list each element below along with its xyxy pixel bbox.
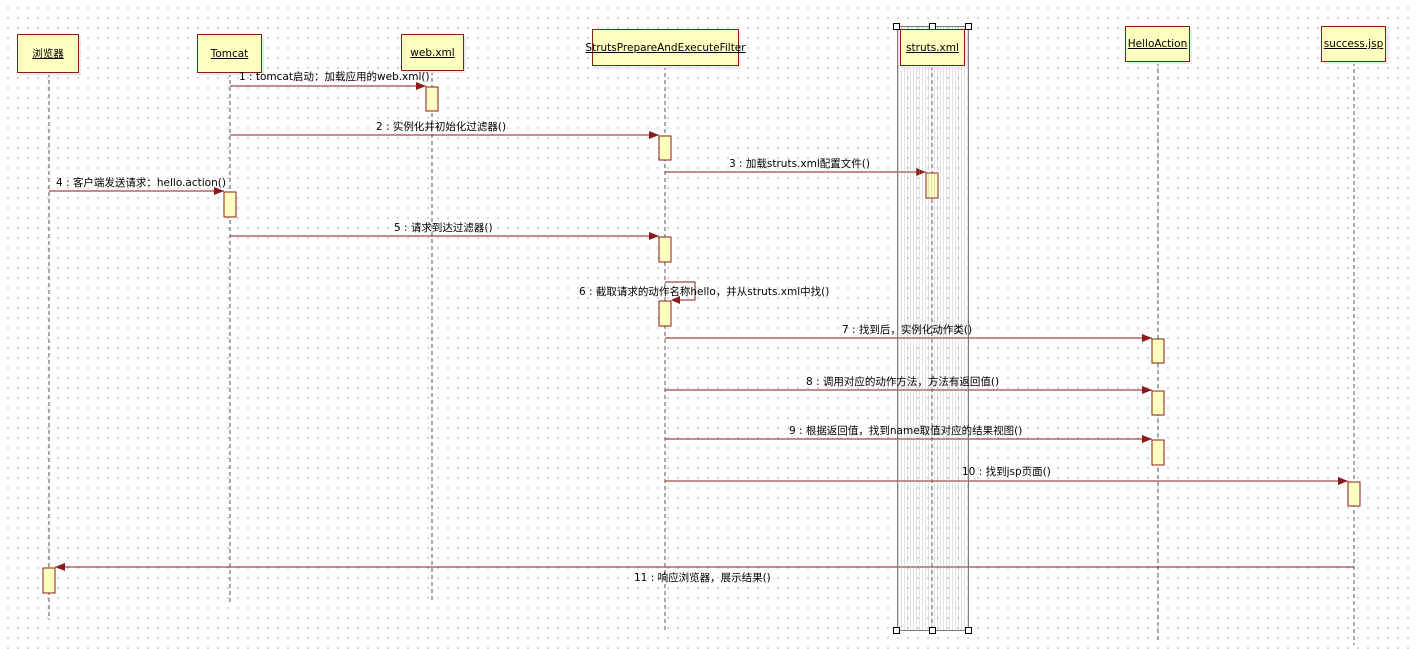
activation-bar-filter-2 — [658, 135, 672, 161]
message-9-arrowhead — [1142, 435, 1152, 443]
message-6-label: 6 : 截取请求的动作名称hello，并从struts.xml中找() — [579, 286, 830, 298]
message-4-arrowhead — [214, 187, 224, 195]
selection-handle-bottom-left[interactable] — [893, 627, 900, 634]
participant-browser[interactable]: 浏览器 — [17, 34, 79, 73]
activation-bar-filter-6 — [658, 300, 672, 327]
participant-web-xml[interactable]: web.xml — [401, 34, 464, 71]
message-10-arrowhead — [1338, 477, 1348, 485]
participant-success-jsp[interactable]: success.jsp — [1321, 26, 1386, 62]
message-8-label: 8 : 调用对应的动作方法，方法有返回值() — [806, 376, 1000, 388]
participant-hello-action[interactable]: HelloAction — [1125, 26, 1190, 62]
activation-bar-helloaction-8 — [1151, 390, 1165, 416]
activation-bar-helloaction-7 — [1151, 338, 1165, 364]
message-10-label: 10 : 找到jsp页面() — [962, 466, 1051, 478]
participant-struts-xml[interactable]: struts.xml — [900, 29, 965, 66]
message-7-label: 7 : 找到后，实例化动作类() — [842, 324, 973, 336]
participant-struts-filter[interactable]: StrutsPrepareAndExecuteFilter — [585, 29, 746, 66]
activation-bar-helloaction-9 — [1151, 439, 1165, 466]
message-1-label: 1 : tomcat启动：加载应用的web.xml() — [239, 71, 430, 83]
activation-bar-strutsxml-3 — [925, 172, 939, 199]
message-8-arrowhead — [1142, 386, 1152, 394]
activation-bar-browser-11 — [42, 567, 56, 594]
message-4-label: 4 : 客户端发送请求：hello.action() — [56, 177, 226, 189]
selection-handle-top-left[interactable] — [893, 23, 900, 30]
message-5-label: 5 : 请求到达过滤器() — [394, 222, 493, 234]
selection-handle-bottom-middle[interactable] — [929, 627, 936, 634]
message-5-arrowhead — [649, 232, 659, 240]
message-11-arrowhead — [55, 563, 65, 571]
message-9-label: 9 : 根据返回值，找到name取值对应的结果视图() — [789, 425, 1023, 437]
activation-bar-webxml-1 — [425, 86, 439, 112]
activation-bar-tomcat-4 — [223, 191, 237, 218]
message-6-line — [665, 281, 696, 301]
message-2-label: 2 : 实例化并初始化过滤器() — [376, 121, 507, 133]
message-1-arrowhead — [416, 82, 426, 90]
message-2-arrowhead — [649, 131, 659, 139]
activation-bar-successjsp-10 — [1347, 481, 1361, 507]
activation-bar-filter-5 — [658, 236, 672, 263]
selection-handle-top-right[interactable] — [965, 23, 972, 30]
message-3-arrowhead — [916, 168, 926, 176]
selection-handle-bottom-right[interactable] — [965, 627, 972, 634]
message-7-arrowhead — [1142, 334, 1152, 342]
message-6-arrowhead — [671, 296, 680, 304]
participant-tomcat[interactable]: Tomcat — [197, 34, 262, 73]
message-11-label: 11 : 响应浏览器，展示结果() — [634, 572, 771, 584]
message-3-label: 3 : 加载struts.xml配置文件() — [729, 158, 870, 170]
